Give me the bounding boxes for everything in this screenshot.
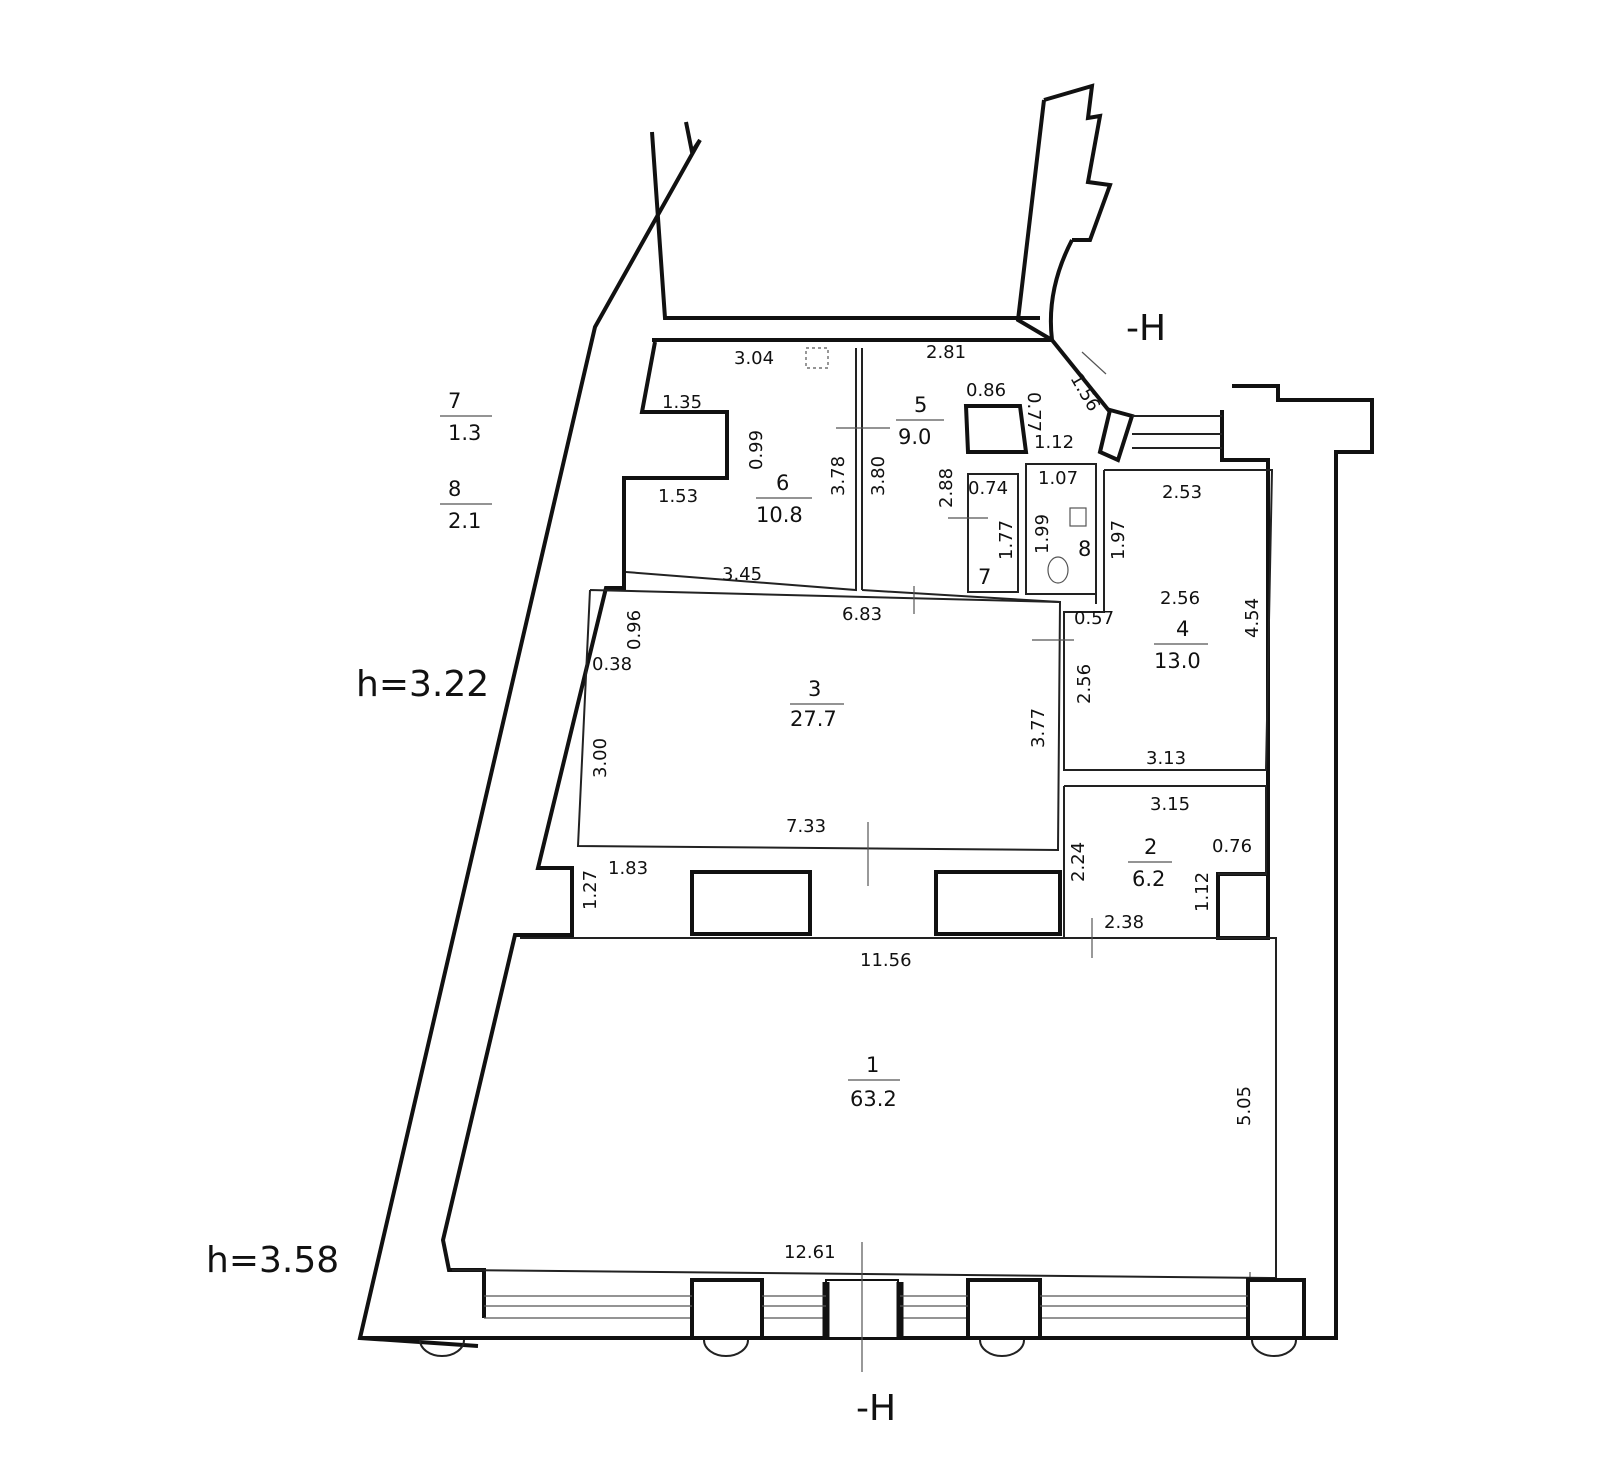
legend: 7 1.3 8 2.1 [440, 389, 492, 533]
dim-0-99: 0.99 [746, 430, 767, 470]
room-4-num: 4 [1176, 617, 1189, 641]
dim-1-53: 1.53 [658, 486, 698, 507]
left-room-edge [440, 341, 729, 1318]
dim-12-61: 12.61 [784, 1242, 836, 1263]
dim-2-24: 2.24 [1068, 842, 1089, 882]
right-inner-wall [1216, 410, 1270, 940]
windows [484, 1295, 1248, 1307]
room-2-area: 6.2 [1132, 867, 1165, 891]
room-5-num: 5 [914, 393, 927, 417]
arc-wall [1048, 239, 1074, 341]
dim-3-04: 3.04 [734, 348, 774, 369]
legend-7-area: 1.3 [448, 421, 481, 445]
dim-3-13: 3.13 [1146, 748, 1186, 769]
dim-1-35: 1.35 [662, 392, 702, 413]
dim-0-38: 0.38 [592, 654, 632, 675]
dim-7-33: 7.33 [786, 816, 826, 837]
room-1-area: 63.2 [850, 1087, 897, 1111]
dim-2-88: 2.88 [936, 468, 957, 508]
dim-5-05: 5.05 [1234, 1086, 1255, 1126]
dim-0-96: 0.96 [624, 610, 645, 650]
dim-1-99: 1.99 [1032, 514, 1053, 554]
left-inner-wall [650, 131, 1040, 320]
room-4-area: 13.0 [1154, 649, 1201, 673]
dimension-labels-rotated: 0.99 3.78 3.80 0.77 1.56 2.88 1.77 1.99 … [580, 370, 1263, 1126]
entry-door [1050, 338, 1222, 463]
dim-1-56: 1.56 [1066, 370, 1104, 415]
door-ticks [836, 351, 1107, 1372]
dim-1-97: 1.97 [1108, 520, 1129, 560]
dim-3-45: 3.45 [722, 564, 762, 585]
left-outer-wall [357, 121, 702, 1348]
room-5-area: 9.0 [898, 425, 931, 449]
legend-7-num: 7 [448, 389, 461, 413]
partitions [451, 348, 1277, 1280]
room-2-num: 2 [1144, 835, 1157, 859]
dim-11-56: 11.56 [860, 950, 912, 971]
dim-0-74: 0.74 [968, 478, 1008, 499]
dim-1-77: 1.77 [996, 520, 1017, 560]
dim-0-76: 0.76 [1212, 836, 1252, 857]
dim-3-00: 3.00 [590, 738, 611, 778]
room-7-outline [967, 473, 1019, 593]
room-6-num: 6 [776, 471, 789, 495]
right-outer-wall [1232, 384, 1374, 1340]
height-upper-label: h=3.22 [356, 664, 489, 705]
dim-3-78: 3.78 [828, 456, 849, 496]
legend-8-area: 2.1 [448, 509, 481, 533]
top-left-branch [1015, 99, 1054, 342]
dim-1-12b: 1.12 [1192, 872, 1213, 912]
dim-6-83: 6.83 [842, 604, 882, 625]
legend-8-num: 8 [448, 477, 461, 501]
dim-2-53: 2.53 [1162, 482, 1202, 503]
dim-0-77: 0.77 [1023, 392, 1044, 432]
sink-icon [1069, 507, 1087, 527]
dim-2-81: 2.81 [926, 342, 966, 363]
room-3-num: 3 [808, 677, 821, 701]
dim-2-56b: 2.56 [1074, 664, 1095, 704]
fixtures [805, 347, 1087, 584]
dim-2-38: 2.38 [1104, 912, 1144, 933]
room-7-num: 7 [978, 565, 991, 589]
dim-3-80: 3.80 [868, 456, 889, 496]
dim-1-83: 1.83 [608, 858, 648, 879]
section-mark-bottom: -H [856, 1388, 896, 1429]
dim-0-86: 0.86 [966, 380, 1006, 401]
room-6-area: 10.8 [756, 503, 803, 527]
dim-1-07: 1.07 [1038, 468, 1078, 489]
section-mark-top: -H [1126, 308, 1166, 349]
dim-0-57: 0.57 [1074, 608, 1114, 629]
dim-1-12a: 1.12 [1034, 432, 1074, 453]
height-lower-label: h=3.58 [206, 1240, 339, 1281]
dim-2-56a: 2.56 [1160, 588, 1200, 609]
exterior-walls [357, 83, 1374, 1348]
room-labels: 1 63.2 2 6.2 3 27.7 4 13.0 5 9.0 6 10.8 … [756, 393, 1208, 1111]
dim-3-15: 3.15 [1150, 794, 1190, 815]
toilet-icon [1047, 556, 1069, 584]
top-right-wall [1043, 83, 1113, 242]
dim-1-27: 1.27 [580, 870, 601, 910]
dimension-labels: 3.04 2.81 1.35 0.86 1.12 1.07 0.74 2.53 … [592, 342, 1252, 1263]
room-1-num: 1 [866, 1053, 879, 1077]
vent-icon [805, 347, 829, 369]
room-3-area: 27.7 [790, 707, 837, 731]
room-8-num: 8 [1078, 537, 1091, 561]
shaft-box [963, 404, 1029, 454]
dim-3-77: 3.77 [1028, 708, 1049, 748]
dim-4-54: 4.54 [1242, 598, 1263, 638]
